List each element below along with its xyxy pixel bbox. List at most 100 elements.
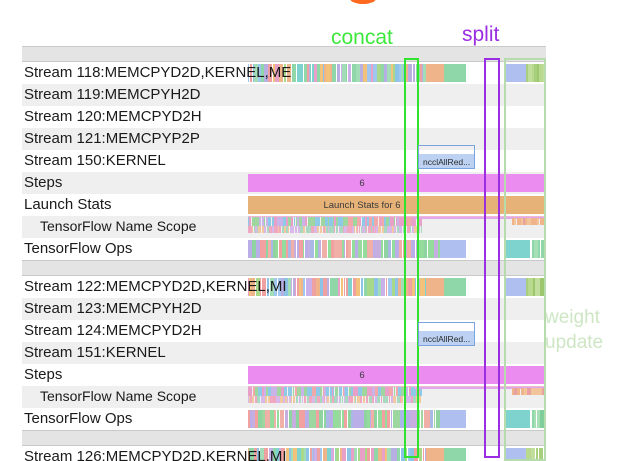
- trace-event-block: [344, 410, 348, 428]
- row-label[interactable]: Stream 151:KERNEL: [24, 344, 166, 361]
- trace-event-block: [384, 410, 388, 428]
- row-label[interactable]: Steps: [24, 366, 62, 383]
- trace-event-block: [319, 387, 323, 396]
- timeline-lane: [248, 216, 546, 238]
- trace-event-block: [283, 64, 287, 82]
- row-label[interactable]: Stream 118:MEMCPYD2D,KERNEL,ME: [24, 64, 291, 81]
- trace-event-block: [249, 64, 253, 82]
- row-label[interactable]: TensorFlow Ops: [24, 410, 132, 427]
- trace-event-block: [346, 64, 348, 82]
- trace-event-block: [414, 448, 419, 461]
- trace-event-block: [348, 217, 352, 226]
- timeline-row[interactable]: 6: [22, 364, 546, 386]
- timeline-row[interactable]: [22, 408, 546, 430]
- timeline-row[interactable]: [22, 276, 546, 298]
- trace-event-block: [292, 387, 295, 396]
- row-label[interactable]: Stream 124:MEMCPYD2H: [24, 322, 202, 339]
- trace-event-block: [418, 387, 420, 396]
- trace-event-block: [321, 240, 324, 258]
- trace-event-block: [282, 396, 285, 403]
- trace-event-block: [291, 217, 293, 226]
- trace-event-block: [331, 448, 333, 461]
- timeline-row[interactable]: [22, 446, 546, 461]
- trace-event-block: [420, 278, 425, 296]
- trace-event-block: [323, 240, 327, 258]
- trace-event-block: [316, 396, 320, 403]
- trace-event-block: [385, 387, 389, 396]
- row-label[interactable]: TensorFlow Name Scope: [40, 218, 196, 234]
- trace-event-block: [255, 217, 257, 226]
- trace-event-block: [412, 64, 416, 82]
- trace-event-block: [281, 226, 283, 233]
- trace-event-block: [407, 396, 410, 403]
- trace-event-block: [281, 278, 284, 296]
- row-label[interactable]: Stream 119:MEMCPYH2D: [24, 86, 200, 103]
- trace-event-block: [401, 448, 405, 461]
- group-header[interactable]: isqx1:25676 Nvidia GPU 1 (pid 2): [22, 260, 546, 276]
- trace-event-block: [263, 387, 267, 396]
- row-label[interactable]: Stream 121:MEMCPYP2P: [24, 130, 200, 147]
- chevron-down-icon[interactable]: [36, 266, 44, 271]
- trace-event-block: [377, 217, 379, 226]
- trace-event-block: [248, 278, 250, 296]
- chevron-down-icon[interactable]: [36, 52, 44, 57]
- trace-event-block: [308, 226, 312, 233]
- group-header[interactable]: isqx1:25676 Nvidia GPU 0 (pid 1): [22, 46, 546, 62]
- row-label[interactable]: Launch Stats: [24, 196, 112, 213]
- trace-event-block: [308, 396, 311, 403]
- annotation-split: split: [462, 23, 500, 46]
- timeline-row[interactable]: 6: [22, 172, 546, 194]
- timeline-row[interactable]: Launch Stats for 6: [22, 194, 546, 216]
- trace-event-block: [342, 387, 345, 396]
- trace-event-block: [293, 448, 297, 461]
- group-header[interactable]: isqx1:25676 Nvidia GPU 2 (pid 3): [22, 430, 546, 446]
- trace-event-block: [362, 226, 365, 233]
- timeline-lane: 6: [248, 172, 546, 194]
- row-label[interactable]: Stream 122:MEMCPYD2D,KERNEL,MI: [24, 278, 287, 295]
- trace-event-block: [330, 64, 332, 82]
- trace-event-block: [536, 64, 539, 82]
- trace-event-block: [322, 387, 325, 396]
- trace-event-block: [296, 278, 299, 296]
- trace-event-block: [540, 240, 546, 258]
- trace-event-block: [408, 64, 413, 82]
- trace-event-block: [415, 240, 418, 258]
- trace-event-block: [326, 448, 332, 461]
- trace-event-block: [255, 387, 258, 396]
- trace-event-block: [539, 218, 544, 225]
- trace-event-block: [302, 396, 304, 403]
- trace-event-block: [333, 217, 336, 226]
- trace-event-block: [262, 410, 266, 428]
- trace-event-block: [524, 388, 528, 395]
- row-label[interactable]: TensorFlow Ops: [24, 240, 132, 257]
- trace-event-block: [399, 226, 403, 233]
- trace-event-block: [254, 410, 258, 428]
- row-label[interactable]: Stream 123:MEMCPYH2D: [24, 300, 202, 317]
- timeline-lane: [248, 342, 546, 364]
- trace-event-block: [331, 64, 337, 82]
- row-label[interactable]: TensorFlow Name Scope: [40, 388, 196, 404]
- trace-event-block: [278, 396, 280, 403]
- trace-event-block: [399, 217, 401, 226]
- namescope-rule: [248, 216, 546, 217]
- row-label[interactable]: Stream 120:MEMCPYD2H: [24, 108, 202, 125]
- chevron-down-icon[interactable]: [36, 436, 44, 441]
- trace-event-block: [396, 410, 401, 428]
- trace-event-block: [409, 448, 414, 461]
- trace-event-block: [288, 396, 291, 403]
- row-label[interactable]: Steps: [24, 174, 62, 191]
- trace-event-block: [360, 226, 363, 233]
- trace-event-block: [282, 226, 285, 233]
- trace-event-block: [382, 410, 385, 428]
- trace-event-block: [373, 217, 377, 226]
- trace-event-block: [361, 217, 366, 226]
- trace-event-block: [373, 448, 378, 461]
- trace-event-block: [396, 396, 400, 403]
- trace-event-block: [356, 278, 361, 296]
- row-label[interactable]: Stream 126:MEMCPYD2D,KERNEL,MI: [24, 448, 287, 461]
- trace-event-block: [362, 240, 367, 258]
- row-label[interactable]: Stream 150:KERNEL: [24, 152, 166, 169]
- trace-event-block: [387, 278, 392, 296]
- trace-event-block: [355, 64, 360, 82]
